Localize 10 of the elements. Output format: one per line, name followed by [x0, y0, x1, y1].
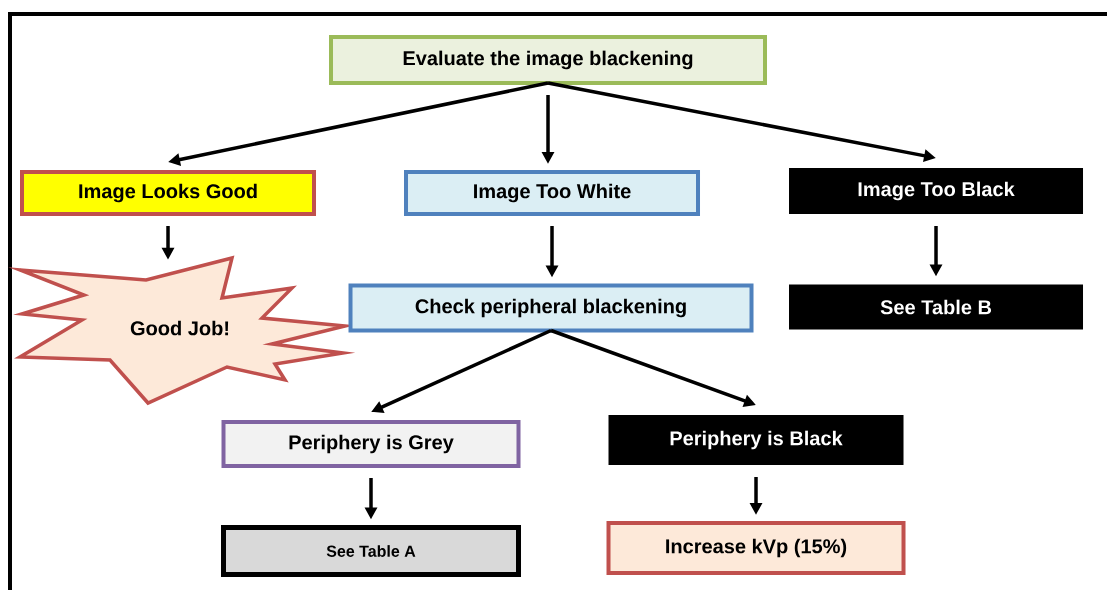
process-box: Periphery is Grey [221, 420, 521, 468]
process-box: Image Too White [404, 170, 700, 216]
process-box: Increase kVp (15%) [606, 521, 906, 575]
process-box: Periphery is Black [608, 415, 904, 465]
process-box: Image Looks Good [20, 170, 316, 216]
process-box: See Table B [789, 284, 1083, 330]
process-box: See Table A [221, 525, 521, 577]
process-box: Image Too Black [789, 168, 1083, 214]
process-box: Check peripheral blackening [348, 283, 754, 333]
process-box: Evaluate the image blackening [329, 35, 767, 85]
